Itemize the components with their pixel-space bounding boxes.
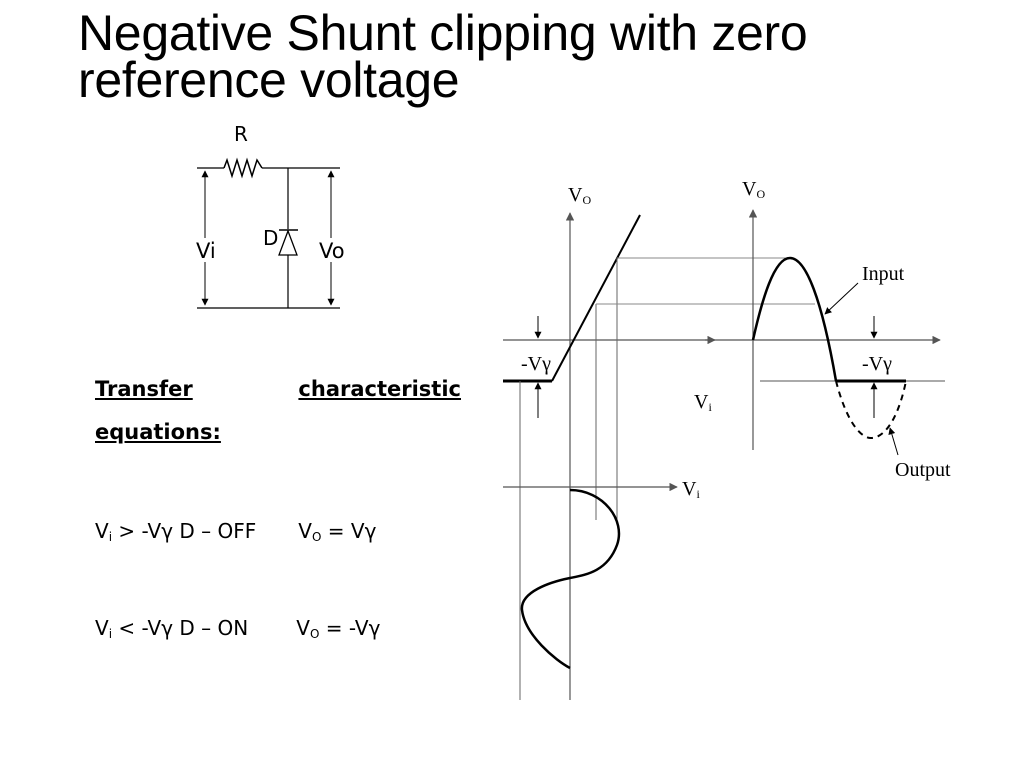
input-positive-half-cycle: [751, 256, 838, 382]
input-negative-half-cycle-dashed: [835, 380, 907, 440]
waveform-threshold-label: -Vγ: [862, 353, 892, 375]
shunt-clipper-circuit: R D Vi Vo: [196, 122, 345, 309]
input-waveform-plot: Vi: [503, 478, 700, 670]
equations-heading-line-1: Transfer characteristic: [95, 377, 461, 401]
transfer-threshold-label: -Vγ: [521, 353, 551, 375]
diode-label: D: [263, 226, 278, 250]
diode-triangle: [278, 229, 298, 256]
equations-heading-line-2: equations:: [95, 420, 221, 444]
slide-title: Negative Shunt clipping with zero refere…: [78, 5, 808, 108]
input-sine-wave: [520, 488, 621, 670]
transfer-x-axis-label: Vi: [694, 391, 712, 414]
input-callout-arrow: [824, 282, 859, 315]
waveform-y-axis-label: VO: [742, 178, 765, 201]
input-wave-axis-label: Vi: [682, 478, 700, 501]
output-waveform-plot: VO -Vγ Input Output: [705, 178, 951, 481]
resistor-symbol: [223, 157, 263, 179]
input-wave-label: Input: [862, 263, 905, 285]
transfer-characteristic-plot: VO Vi -Vγ: [503, 184, 815, 700]
output-callout-arrow: [888, 427, 899, 456]
heading-word-transfer: Transfer: [95, 377, 193, 401]
heading-word-characteristic: characteristic: [298, 377, 461, 401]
resistor-label: R: [234, 122, 248, 146]
transfer-y-axis-label: VO: [568, 184, 591, 207]
output-voltage-label: Vo: [319, 239, 345, 263]
output-wave-label: Output: [895, 459, 951, 481]
transfer-curve: [551, 214, 641, 382]
input-voltage-label: Vi: [196, 239, 216, 263]
